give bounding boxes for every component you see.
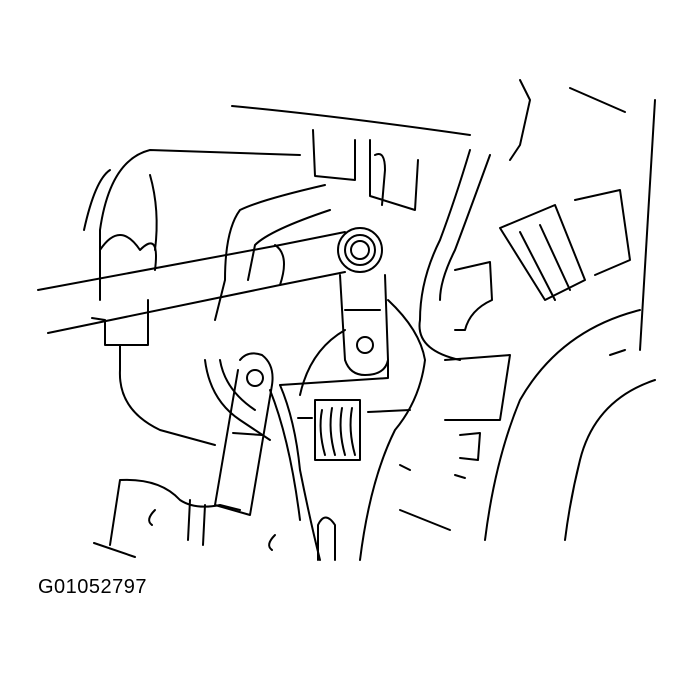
right-panel-lower <box>609 349 626 356</box>
figure-id-label: G01052797 <box>38 576 148 598</box>
pivot-bolt-outer <box>337 227 383 273</box>
right-bracket <box>444 354 511 421</box>
bottom-panel-slot <box>187 499 206 546</box>
left-cylinder-end <box>99 234 157 271</box>
top-connector-clip <box>374 153 386 206</box>
wrench-handle-lower <box>47 271 346 334</box>
link-arm-hole <box>356 336 374 354</box>
adjuster-worm <box>314 399 361 461</box>
right-connector <box>499 204 586 301</box>
left-cylinder-inner <box>149 174 158 251</box>
wrench-jaw-base <box>279 359 389 386</box>
bottom-left-line <box>93 542 136 558</box>
bottom-slot <box>317 516 336 561</box>
pivot-bolt-inner <box>350 240 370 260</box>
right-lower-line <box>399 509 451 531</box>
wrench-jaw-right <box>359 299 426 561</box>
hose-curve-inner <box>219 359 256 411</box>
hose-fitting <box>91 299 216 446</box>
wrench-jaw <box>299 329 346 396</box>
bottom-panel-hole <box>148 509 156 526</box>
left-lever-hole <box>246 369 264 387</box>
pivot-bolt-mid <box>344 234 376 266</box>
bottom-panel-hole-2 <box>268 534 276 551</box>
right-small-tab <box>459 432 481 461</box>
worm-mark-right <box>367 409 411 413</box>
right-small-tab-2 <box>399 464 466 479</box>
hose-upper <box>214 184 326 321</box>
adjuster-threads <box>319 407 356 456</box>
top-panel-edge <box>231 105 471 136</box>
vertical-tube-inner <box>439 154 491 301</box>
vertical-tube <box>418 149 471 361</box>
top-connector <box>312 129 419 211</box>
left-lever <box>214 352 274 516</box>
hose-curve <box>204 359 271 441</box>
bottom-panel <box>109 478 241 546</box>
top-right-bracket <box>509 79 531 161</box>
wrench-jaw-left <box>279 384 321 561</box>
right-body-curve <box>484 309 641 541</box>
right-body-inner <box>564 379 656 541</box>
mid-connector <box>454 261 493 331</box>
link-arm <box>339 274 389 376</box>
wrench-handle <box>37 231 346 291</box>
right-connector-ribs <box>519 224 571 301</box>
right-connector-tab <box>574 189 631 276</box>
wrench-jaw-left-inner <box>269 389 301 521</box>
right-panel <box>569 87 656 351</box>
left-cylinder-seam <box>83 169 111 231</box>
hose-mid <box>247 209 331 281</box>
left-cylinder <box>99 149 301 301</box>
left-lever-mark <box>232 432 263 436</box>
wrench-handle-end <box>274 244 285 286</box>
